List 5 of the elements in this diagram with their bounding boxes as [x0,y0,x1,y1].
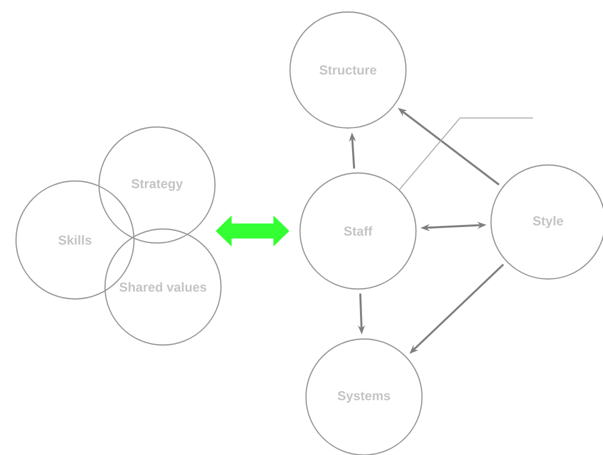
circle-node: Staff [299,172,417,290]
circle-node: Strategy [98,126,216,244]
leader-line [398,117,534,190]
circle-node: Shared values [104,228,222,346]
circle-node: Structure [289,11,407,129]
